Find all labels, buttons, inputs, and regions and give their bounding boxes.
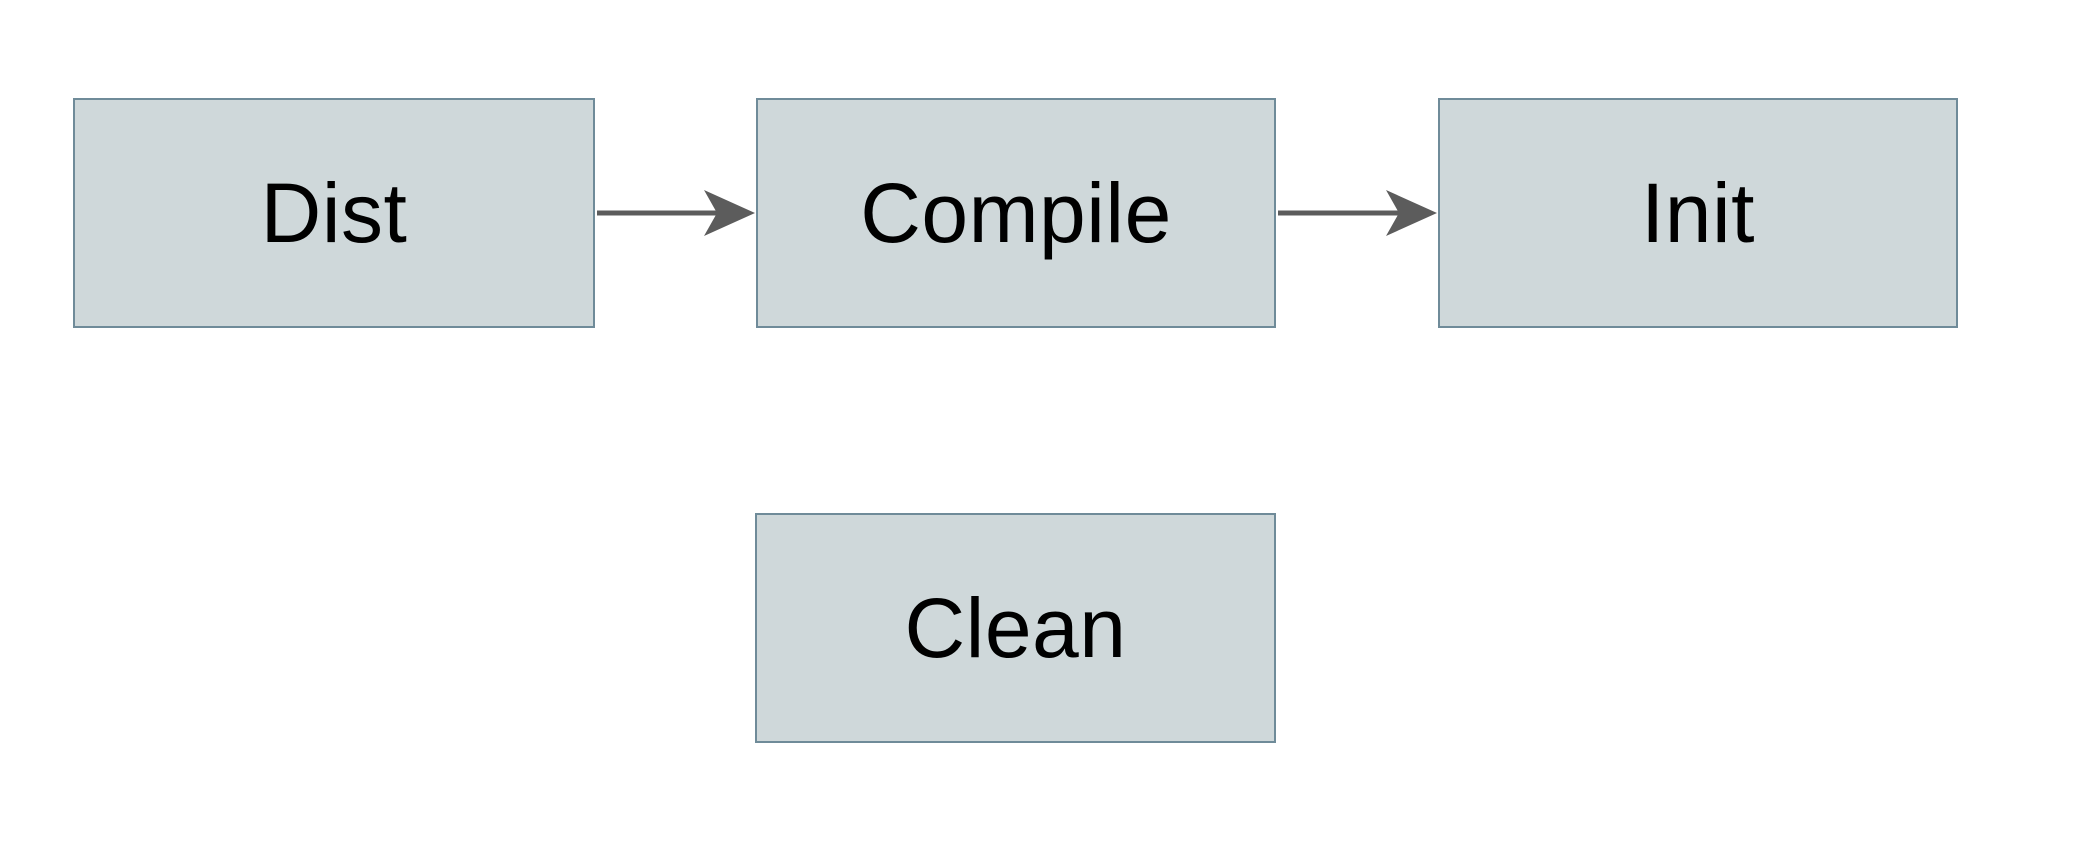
node-dist-label: Dist [260, 166, 408, 260]
arrow-dist-to-compile [597, 190, 755, 236]
node-clean-label: Clean [904, 581, 1127, 675]
arrow-compile-to-init [1278, 190, 1437, 236]
node-init: Init [1438, 98, 1958, 328]
node-compile-label: Compile [860, 166, 1172, 260]
arrowhead-icon [704, 190, 755, 236]
node-dist: Dist [73, 98, 595, 328]
arrowhead-icon [1386, 190, 1437, 236]
node-clean: Clean [755, 513, 1276, 743]
node-init-label: Init [1640, 166, 1756, 260]
node-compile: Compile [756, 98, 1276, 328]
